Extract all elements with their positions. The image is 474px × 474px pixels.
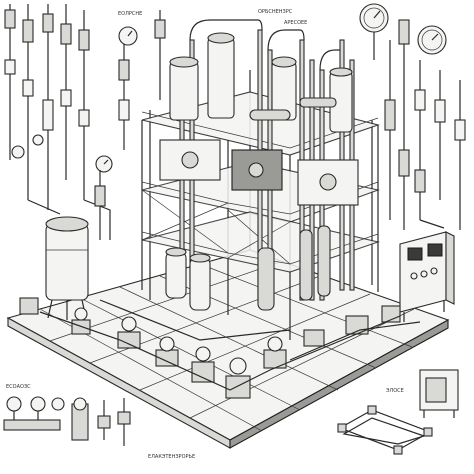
label-top-center: ОРБСНЕНЗРС <box>258 9 293 15</box>
bottom-right-equipment <box>337 369 459 455</box>
storage-tank-icon <box>45 216 89 320</box>
label-bottom-right: ЭЛОСЕ <box>386 388 404 394</box>
label-top-center-right: АРЕСОЕЕ <box>284 20 307 26</box>
pressure-gauge-icon <box>95 3 447 173</box>
control-panel-icon <box>399 231 455 322</box>
label-bottom-center: ЕЛАКЭТЕНЗРОРЬЕ <box>148 454 195 460</box>
mid-equipment <box>159 139 359 206</box>
lower-vessels <box>165 225 331 311</box>
label-bottom-left: ЕСОАОЗС <box>6 384 31 390</box>
label-set: ЕОЛРСНЕ ОРБСНЕНЗРС АРЕСОЕЕ ЕСОАОЗС ЕЛАКЭ… <box>6 9 404 460</box>
upper-valves <box>94 10 166 240</box>
left-instruments <box>4 4 111 240</box>
base-platform <box>6 249 450 449</box>
label-top-center-left: ЕОЛРСНЕ <box>118 11 142 17</box>
foreground-pumps <box>19 297 421 399</box>
bottom-left-assembly <box>3 396 131 446</box>
top-reactors <box>169 32 353 133</box>
right-instruments <box>384 19 466 230</box>
